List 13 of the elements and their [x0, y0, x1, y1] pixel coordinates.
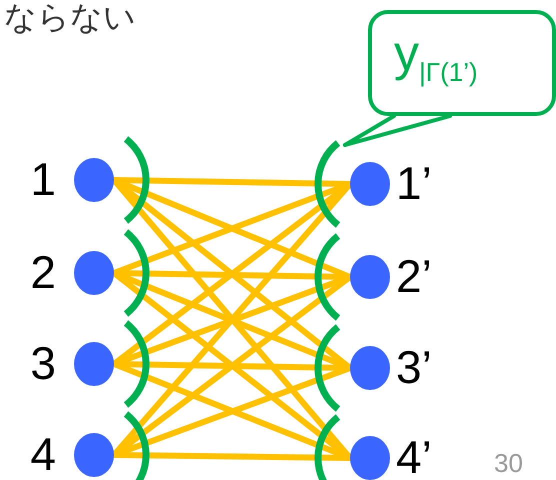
vertex-label: 3’ [396, 344, 432, 390]
vertex-label: 2’ [396, 253, 432, 299]
heading-text: ならない [4, 1, 136, 33]
vertex-label: 1’ [396, 160, 432, 206]
vertex-label: 2 [30, 249, 56, 295]
vertex-label: 4’ [396, 434, 432, 480]
vertex-label: 1 [30, 156, 56, 202]
vertex-label: 3 [30, 340, 56, 386]
speech-bubble [368, 10, 556, 116]
vertex-label: 4 [30, 431, 56, 477]
page-number: 30 [494, 450, 523, 476]
callout-text: y$_{|Γ(1’)}$ [394, 28, 478, 85]
callout-tail [343, 114, 396, 147]
